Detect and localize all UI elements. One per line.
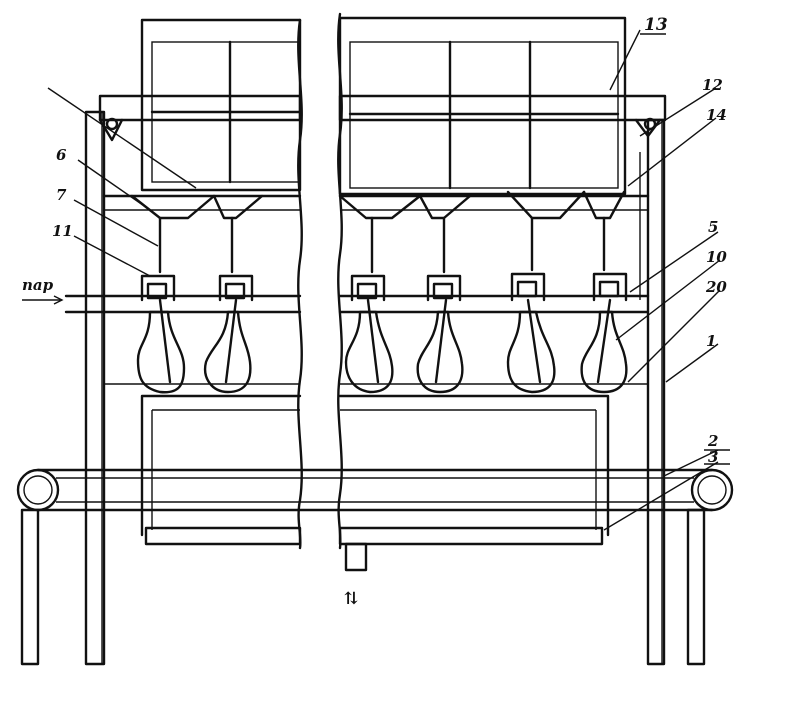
clamp-heads — [140, 272, 628, 302]
bottles — [136, 298, 628, 394]
steam-label: пар — [22, 276, 54, 294]
leader-lines — [47, 29, 721, 531]
left-frame-posts — [84, 110, 106, 666]
label-7: 7 — [56, 186, 67, 204]
top-window-right — [338, 16, 627, 196]
nozzle-tubes — [158, 216, 606, 274]
steam-pipe — [64, 294, 650, 314]
label-12: 12 — [702, 76, 723, 94]
break-lines — [297, 12, 343, 550]
label-14: 14 — [706, 106, 727, 124]
base-plate — [144, 526, 604, 546]
conveyor-legs — [20, 508, 706, 666]
label-3: 3 — [708, 448, 718, 466]
funnels — [130, 190, 626, 220]
label-10: 10 — [706, 248, 727, 266]
label-13: 13 — [644, 15, 668, 35]
label-5: 5 — [708, 218, 718, 236]
lift-arrows-icon: ⇅ — [344, 589, 358, 609]
top-rail — [98, 94, 667, 142]
label-2: 2 — [707, 432, 718, 450]
label-11: 11 — [52, 222, 73, 240]
lift-rod — [344, 542, 368, 572]
label-1: 1 — [706, 332, 716, 350]
right-frame-posts — [639, 118, 666, 666]
conveyor-belt — [16, 468, 734, 512]
part-labels: 13 12 14 6 7 11 5 10 20 1 2 3 пар ⇅ — [22, 15, 730, 609]
middle-beams — [102, 194, 650, 385]
label-20: 20 — [705, 278, 727, 296]
label-6: 6 — [56, 146, 67, 164]
bath — [140, 394, 610, 537]
top-window-left — [140, 18, 302, 192]
